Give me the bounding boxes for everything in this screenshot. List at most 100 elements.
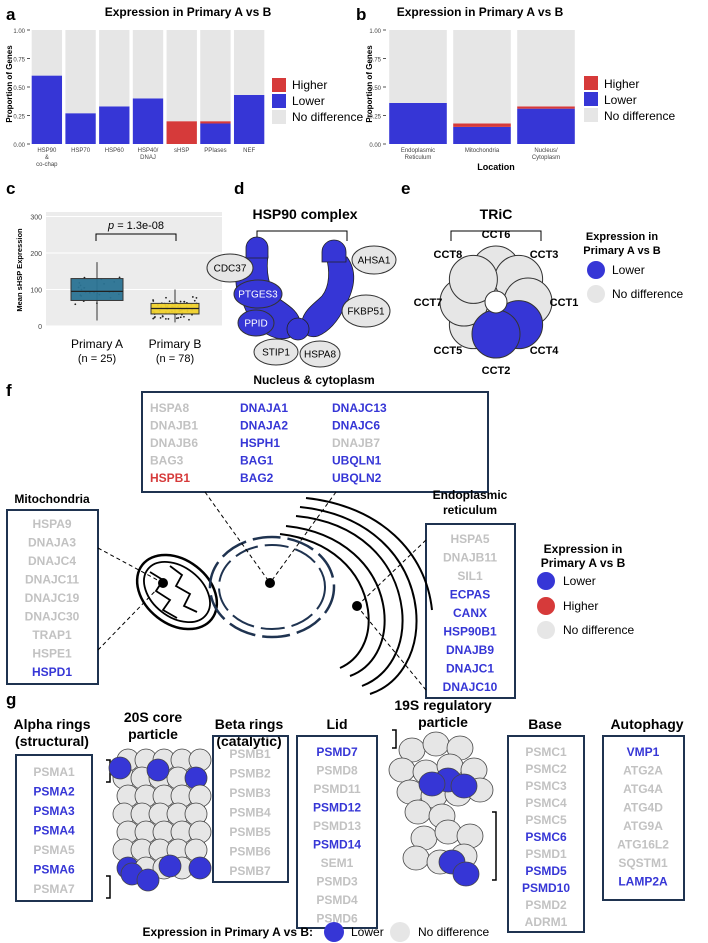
bar-lower: [453, 126, 511, 144]
tric-legend-title-line1: Expression in: [586, 231, 658, 243]
core-subunit-lower: [146, 758, 170, 782]
y-tick-label: 1.00: [369, 29, 381, 35]
gene-psmd13: PSMD13: [313, 819, 361, 833]
data-point: [164, 317, 167, 320]
panel-label-e: e: [401, 179, 410, 198]
bar-lower: [200, 123, 231, 144]
bar-lower: [132, 98, 164, 144]
gene-dnajc30: DNAJC30: [25, 610, 80, 624]
mito-gene-box: [6, 509, 99, 685]
g-legend-lower: Lower: [351, 925, 384, 939]
gene-psmc4: PSMC4: [525, 796, 567, 810]
data-point: [168, 300, 171, 303]
autophagy-title: Autophagy: [610, 716, 683, 732]
panel-label-d: d: [234, 179, 244, 198]
beta-title-line1: Beta rings: [215, 716, 284, 732]
gene-trap1: TRAP1: [32, 628, 72, 642]
gene-ubqln2: UBQLN2: [332, 471, 382, 485]
bar-lower: [517, 108, 575, 144]
f-legend-lower-dot: [537, 572, 555, 590]
bar-no-difference: [389, 30, 447, 103]
x-tick-label: PPIases: [204, 148, 226, 154]
data-point: [154, 316, 156, 318]
reg-title-line2: particle: [418, 714, 468, 730]
tric-legend-nodiff-dot: [587, 285, 605, 303]
panel-a-title: Expression in Primary A vs B: [105, 5, 272, 19]
gene-psmb5: PSMB5: [229, 825, 271, 839]
gene-psmc5: PSMC5: [525, 813, 567, 827]
bar-no-difference: [517, 30, 575, 107]
gene-dnajc10: DNAJC10: [443, 680, 498, 694]
gene-psmd12: PSMD12: [313, 801, 361, 815]
group-n-a: (n = 25): [78, 353, 116, 365]
x-tick-label: HSP90: [37, 148, 57, 154]
mito-title: Mitochondria: [14, 492, 90, 506]
lid-title: Lid: [327, 716, 348, 732]
x-tick-label: HSP60: [105, 148, 125, 154]
gene-dnajb9: DNAJB9: [446, 643, 494, 657]
y-tick-label: 0.00: [369, 143, 381, 149]
gene-psmb1: PSMB1: [229, 747, 271, 761]
gene-hsph1: HSPH1: [240, 436, 280, 450]
subunit-label: CCT6: [482, 229, 511, 241]
bar-no-difference: [132, 30, 164, 99]
protein-hspa8: [299, 340, 341, 368]
protein-label: FKBP51: [347, 307, 385, 318]
tric-legend-nodiff: No difference: [612, 287, 683, 301]
protein-label: HSPA8: [304, 350, 336, 361]
f-legend-title-line1: Expression in: [544, 542, 623, 556]
gene-dnaja2: DNAJA2: [240, 419, 288, 433]
legend-nodiff-label: No difference: [604, 109, 675, 123]
protein-label: PPID: [244, 319, 267, 330]
gene-hsp90b1: HSP90B1: [443, 625, 497, 639]
gene-psmb6: PSMB6: [229, 845, 271, 859]
gene-dnajb1: DNAJB1: [150, 419, 198, 433]
data-point: [175, 317, 178, 320]
legend-higher-swatch: [272, 78, 286, 92]
bar-lower: [31, 75, 63, 144]
data-point: [183, 300, 186, 303]
tric-legend: Expression in Primary A vs B Lower No di…: [583, 231, 683, 303]
gene-psmc2: PSMC2: [525, 762, 567, 776]
gene-psmd4: PSMD4: [316, 893, 358, 907]
p-symbol: p: [107, 220, 114, 232]
legend-lower-swatch: [272, 94, 286, 108]
subunit-cct8: [448, 254, 498, 304]
gene-psmd11: PSMD11: [313, 782, 361, 796]
gene-atg4a: ATG4A: [623, 782, 663, 796]
pointer-lines: [97, 491, 427, 691]
legend-lower-swatch: [584, 92, 598, 106]
gene-sqstm1: SQSTM1: [618, 856, 668, 870]
gene-psmd14: PSMD14: [313, 838, 361, 852]
f-legend-nodiff-dot: [537, 621, 555, 639]
core-subunit-lower: [108, 756, 132, 780]
core-title-line2: particle: [128, 726, 178, 742]
data-point: [188, 318, 190, 321]
gene-hspa8: HSPA8: [150, 401, 189, 415]
gene-psma5: PSMA5: [33, 843, 75, 857]
panel-b-chart: Expression in Primary A vs B Proportion …: [365, 5, 575, 172]
panel-c-ylabel: Mean sHSP Expression: [15, 228, 24, 312]
gene-hspd1: HSPD1: [32, 665, 72, 679]
f-legend-higher: Higher: [563, 599, 598, 613]
f-legend-higher-dot: [537, 597, 555, 615]
bar-higher: [166, 121, 197, 144]
data-point: [167, 318, 170, 320]
x-tick-label: HSP40/: [138, 148, 159, 154]
reg-subunit: [422, 731, 450, 757]
gene-psmd3: PSMD3: [316, 875, 358, 889]
legend-nodiff-swatch: [584, 108, 598, 122]
panel-g-proteasome: Alpha rings (structural) 20S core partic…: [13, 697, 685, 942]
data-point: [118, 276, 121, 279]
protein-label: AHSA1: [358, 256, 391, 267]
subunit-label: CCT8: [434, 249, 463, 261]
panel-b-title: Expression in Primary A vs B: [397, 5, 564, 19]
subunit-label: CCT5: [434, 345, 463, 357]
legend-nodiff-swatch: [272, 110, 286, 124]
gene-dnajb6: DNAJB6: [150, 436, 198, 450]
gene-dnajc11: DNAJC11: [25, 573, 79, 587]
gene-psma3: PSMA3: [33, 804, 75, 818]
